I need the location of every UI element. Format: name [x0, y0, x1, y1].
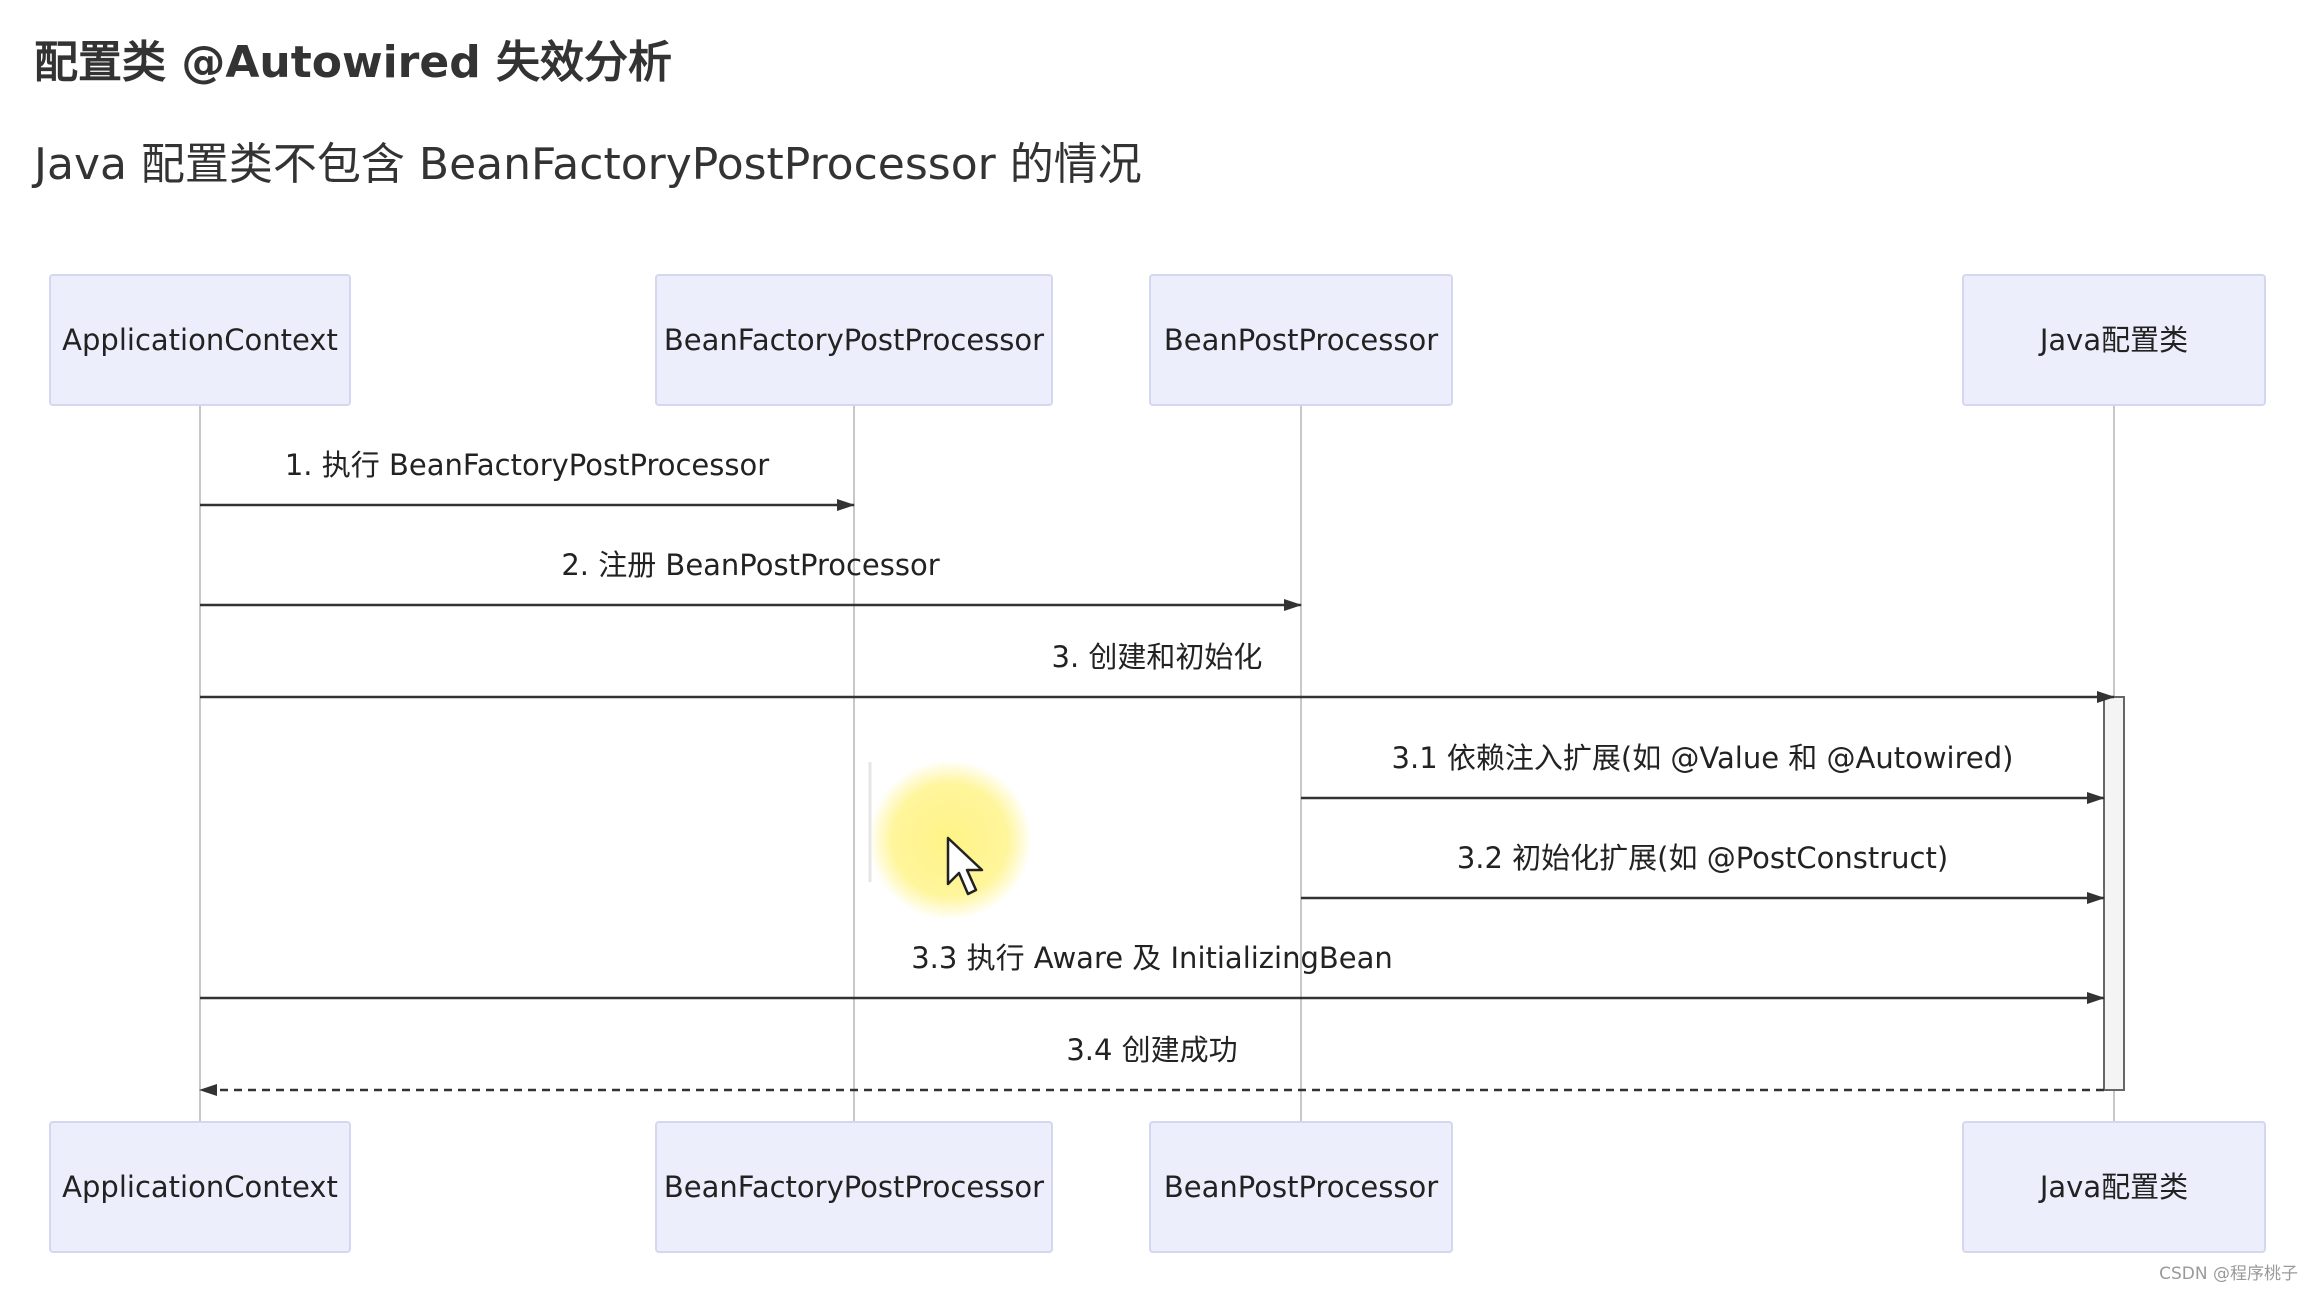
actor-bpp-top: BeanPostProcessor: [1149, 274, 1453, 406]
actor-label: Java配置类: [2038, 1170, 2188, 1204]
actor-label: Java配置类: [2038, 323, 2188, 357]
mouse-pointer-icon: [946, 836, 984, 896]
actor-ac-bottom: ApplicationContext: [49, 1121, 351, 1253]
message-label-4: 3.1 依赖注入扩展(如 @Value 和 @Autowired): [1392, 741, 2014, 775]
actor-label: BeanPostProcessor: [1164, 1170, 1438, 1204]
message-label-6: 3.3 执行 Aware 及 InitializingBean: [911, 941, 1393, 975]
message-label-2: 2. 注册 BeanPostProcessor: [561, 548, 939, 582]
message-label-1: 1. 执行 BeanFactoryPostProcessor: [285, 448, 769, 482]
actor-bfpp-bottom: BeanFactoryPostProcessor: [655, 1121, 1053, 1253]
message-label-5: 3.2 初始化扩展(如 @PostConstruct): [1457, 841, 1948, 875]
actor-label: BeanFactoryPostProcessor: [664, 1170, 1044, 1204]
actor-bpp-bottom: BeanPostProcessor: [1149, 1121, 1453, 1253]
actor-label: ApplicationContext: [62, 1170, 338, 1204]
watermark: CSDN @程序桃子: [2159, 1264, 2298, 1284]
activation-bar: [2103, 696, 2125, 1091]
actor-cfg-bottom: Java配置类: [1962, 1121, 2266, 1253]
actor-label: BeanFactoryPostProcessor: [664, 323, 1044, 357]
message-label-3: 3. 创建和初始化: [1052, 640, 1263, 674]
actor-label: ApplicationContext: [62, 323, 338, 357]
actor-cfg-top: Java配置类: [1962, 274, 2266, 406]
page-subtitle: Java 配置类不包含 BeanFactoryPostProcessor 的情况: [34, 139, 1142, 190]
actor-label: BeanPostProcessor: [1164, 323, 1438, 357]
message-label-7: 3.4 创建成功: [1066, 1033, 1237, 1067]
page-title: 配置类 @Autowired 失效分析: [34, 37, 673, 88]
actor-ac-top: ApplicationContext: [49, 274, 351, 406]
cursor-highlight: [868, 760, 1032, 920]
actor-bfpp-top: BeanFactoryPostProcessor: [655, 274, 1053, 406]
